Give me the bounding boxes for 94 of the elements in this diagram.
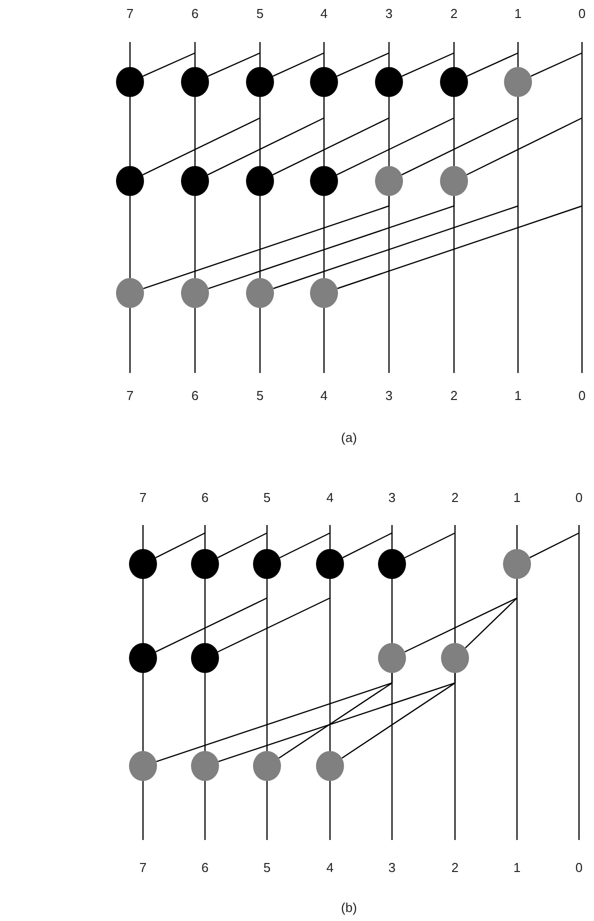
operator-node — [129, 549, 157, 579]
bit-index: 3 — [385, 388, 393, 404]
bit-index: 7 — [139, 490, 147, 506]
bit-index: 2 — [450, 6, 458, 22]
bit-index: 5 — [263, 860, 271, 876]
operator-node — [191, 643, 219, 673]
connector-line — [278, 673, 393, 759]
operator-node — [181, 166, 209, 196]
bit-index: 2 — [451, 860, 459, 876]
operator-node — [378, 643, 406, 673]
panel-label: (b) — [341, 900, 357, 916]
bit-index: 4 — [326, 860, 334, 876]
operator-node — [246, 166, 274, 196]
bit-index: 3 — [385, 6, 393, 22]
connector-line — [466, 117, 582, 176]
bit-index: 1 — [513, 490, 521, 506]
connector-line — [207, 117, 324, 176]
bit-index: 3 — [388, 490, 396, 506]
connector-line — [466, 52, 518, 77]
operator-node — [116, 67, 144, 97]
bit-index: 4 — [326, 490, 334, 506]
connector-line — [336, 52, 390, 77]
operator-node — [191, 751, 219, 781]
connector-line — [404, 532, 456, 558]
operator-node — [129, 643, 157, 673]
connector-line — [156, 597, 268, 652]
connector-line — [279, 532, 330, 558]
bit-index: 2 — [450, 388, 458, 404]
operator-node — [129, 751, 157, 781]
bit-index: 1 — [514, 6, 522, 22]
connector-line — [337, 205, 582, 290]
operator-node — [310, 278, 338, 308]
bit-index: 0 — [578, 388, 586, 404]
operator-node — [310, 166, 338, 196]
operator-node — [181, 67, 209, 97]
operator-node — [246, 278, 274, 308]
connector-line — [402, 52, 454, 77]
connector-line — [342, 532, 392, 558]
bit-index: 5 — [256, 6, 264, 22]
operator-node — [116, 166, 144, 196]
operator-node — [440, 166, 468, 196]
operator-node — [253, 751, 281, 781]
bit-index: 0 — [575, 490, 583, 506]
operator-node — [191, 549, 219, 579]
connector-line — [143, 196, 390, 290]
bit-index: 2 — [451, 490, 459, 506]
bit-index: 6 — [191, 6, 199, 22]
connector-line — [529, 532, 580, 558]
bit-index: 1 — [514, 388, 522, 404]
bit-index: 3 — [388, 860, 396, 876]
connector-line — [208, 196, 455, 290]
bit-index: 6 — [201, 860, 209, 876]
operator-node — [181, 278, 209, 308]
bit-index: 7 — [126, 388, 134, 404]
bit-index: 5 — [263, 490, 271, 506]
operator-node — [378, 549, 406, 579]
connector-line — [404, 597, 518, 652]
connector-line — [401, 117, 518, 176]
bit-index: 7 — [126, 6, 134, 22]
connector-line — [208, 52, 260, 77]
connector-line — [272, 52, 324, 77]
bit-index: 4 — [320, 6, 328, 22]
bit-index: 6 — [201, 490, 209, 506]
bit-index: 0 — [575, 860, 583, 876]
operator-node — [440, 67, 468, 97]
operator-node — [253, 549, 281, 579]
operator-node — [375, 67, 403, 97]
operator-node — [503, 549, 531, 579]
bit-index: 6 — [191, 388, 199, 404]
operator-node — [116, 278, 144, 308]
operator-node — [375, 166, 403, 196]
connector-line — [217, 532, 268, 558]
connector-line — [218, 597, 330, 652]
operator-node — [316, 751, 344, 781]
operator-node — [441, 643, 469, 673]
panel-label: (a) — [341, 430, 357, 446]
operator-node — [310, 67, 338, 97]
bit-index: 0 — [578, 6, 586, 22]
connector-line — [142, 52, 196, 77]
bit-index: 5 — [256, 388, 264, 404]
connector-line — [530, 52, 582, 77]
connector-line — [336, 117, 454, 176]
connector-line — [273, 205, 518, 290]
connector-line — [342, 673, 456, 759]
operator-node — [316, 549, 344, 579]
connector-line — [464, 598, 518, 648]
bit-index: 4 — [320, 388, 328, 404]
connector-line — [272, 117, 390, 176]
operator-node — [246, 67, 274, 97]
operator-node — [504, 67, 532, 97]
bit-index: 7 — [139, 860, 147, 876]
connector-line — [142, 117, 260, 176]
connector-line — [155, 532, 206, 558]
bit-index: 1 — [513, 860, 521, 876]
